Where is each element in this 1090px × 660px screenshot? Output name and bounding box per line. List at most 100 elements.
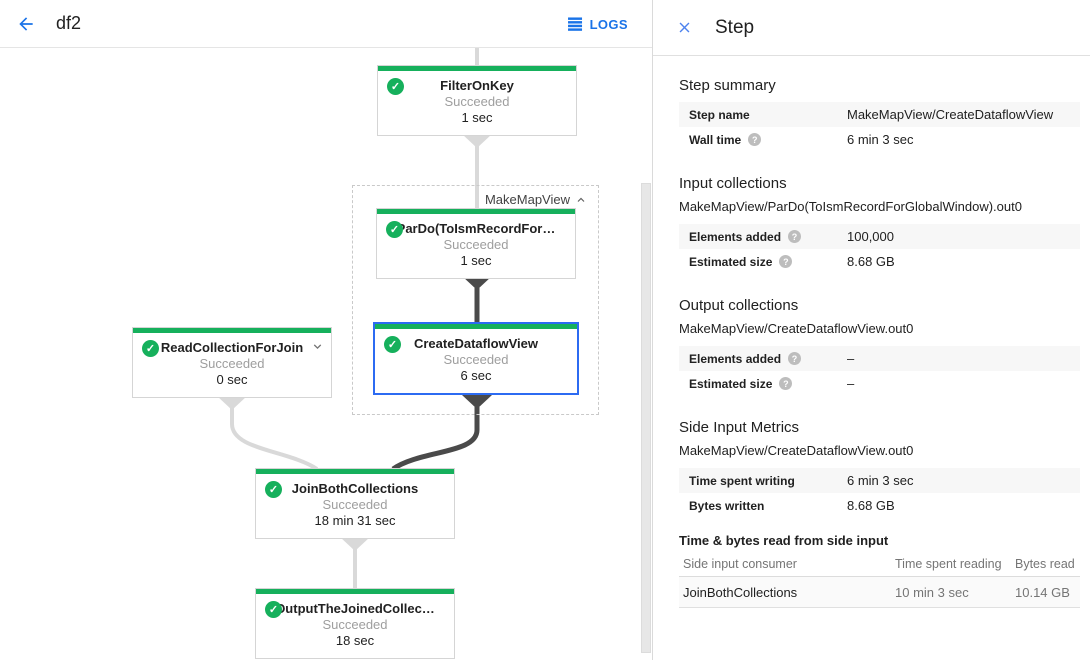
node-joinbothcollections[interactable]: ✓ JoinBothCollections Succeeded 18 min 3… <box>255 468 455 539</box>
edge-arrow-createdataflowview <box>462 395 492 409</box>
row-elements-added: Elements added? – <box>679 346 1080 371</box>
row-time-spent-writing: Time spent writing 6 min 3 sec <box>679 468 1080 493</box>
side-input-table: Side input consumer Time spent reading B… <box>679 552 1080 608</box>
row-label: Time spent writing <box>689 473 795 488</box>
logs-button-label: LOGS <box>589 16 628 32</box>
node-status-bar <box>377 209 575 214</box>
node-readcollectionforjoin[interactable]: ✓ ReadCollectionForJoin Succeeded 0 sec <box>132 327 332 398</box>
row-label: Step name <box>689 107 750 122</box>
node-title: OutputTheJoinedCollec… <box>275 601 435 616</box>
success-check-icon: ✓ <box>387 78 404 95</box>
logs-icon <box>567 17 582 31</box>
section-heading-input-collections: Input collections <box>679 175 787 192</box>
node-status: Succeeded <box>443 237 509 252</box>
group-label: MakeMapView <box>484 192 570 207</box>
column-header-bytes-read: Bytes read <box>1015 557 1075 571</box>
row-label: Wall time <box>689 132 742 147</box>
step-summary-rows: Step name MakeMapView/CreateDataflowView… <box>679 102 1080 152</box>
panel-title: Step <box>715 16 755 38</box>
output-collection-rows: Elements added? – Estimated size? – <box>679 346 1080 396</box>
step-panel-header: Step <box>653 0 1090 56</box>
node-status: Succeeded <box>443 352 509 367</box>
section-heading-step-summary: Step summary <box>679 77 776 94</box>
cell-time-reading: 10 min 3 sec <box>895 584 969 600</box>
pane-divider <box>652 0 653 660</box>
job-title: df2 <box>56 13 82 33</box>
side-input-collection-name: MakeMapView/CreateDataflowView.out0 <box>679 443 914 458</box>
success-check-icon: ✓ <box>265 601 282 618</box>
close-icon <box>679 22 689 33</box>
node-status-bar <box>133 328 331 333</box>
node-status-bar <box>256 589 454 594</box>
row-value: 100,000 <box>847 229 894 244</box>
input-collection-rows: Elements added? 100,000 Estimated size? … <box>679 224 1080 274</box>
graph-edges <box>217 48 492 589</box>
help-icon[interactable]: ? <box>788 230 802 243</box>
edge-arrow-joinboth <box>340 537 370 551</box>
row-bytes-written: Bytes written 8.68 GB <box>679 493 1080 518</box>
row-value: MakeMapView/CreateDataflowView <box>847 107 1054 122</box>
chevron-up-icon <box>577 197 585 202</box>
node-status: Succeeded <box>322 617 388 632</box>
row-estimated-size: Estimated size? – <box>679 371 1080 396</box>
close-button[interactable] <box>672 16 696 40</box>
graph-canvas[interactable]: MakeMapView ✓ FilterOnKey Succeeded 1 se… <box>0 48 653 660</box>
row-label: Estimated size <box>689 254 773 269</box>
row-label: Elements added <box>689 229 782 244</box>
chevron-down-icon[interactable] <box>311 340 324 358</box>
node-status-bar <box>378 66 576 71</box>
row-wall-time: Wall time? 6 min 3 sec <box>679 127 1080 152</box>
node-time: 18 sec <box>335 633 375 648</box>
node-filteronkey[interactable]: ✓ FilterOnKey Succeeded 1 sec <box>377 65 577 136</box>
back-button[interactable] <box>13 11 39 37</box>
help-icon[interactable]: ? <box>779 377 793 390</box>
step-panel-content: Step summary Step name MakeMapView/Creat… <box>653 78 1090 608</box>
success-check-icon: ✓ <box>265 481 282 498</box>
graph-vertical-scrollbar[interactable] <box>641 183 651 653</box>
section-heading-output-collections: Output collections <box>679 297 799 314</box>
success-check-icon: ✓ <box>386 221 403 238</box>
logs-button[interactable]: LOGS <box>567 0 628 48</box>
node-outputthejoinedcollection[interactable]: ✓ OutputTheJoinedCollec… Succeeded 18 se… <box>255 588 455 659</box>
output-collection-name: MakeMapView/CreateDataflowView.out0 <box>679 321 914 336</box>
group-makemapview-toggle[interactable]: MakeMapView <box>485 192 587 207</box>
node-status: Succeeded <box>444 94 510 109</box>
node-time: 6 sec <box>460 368 492 383</box>
node-title: ParDo(ToIsmRecordFor… <box>396 221 556 236</box>
edge-arrow-filteronkey <box>462 134 492 148</box>
row-label: Elements added <box>689 351 782 366</box>
edge-arrow-pardo <box>462 276 492 290</box>
arrow-back-icon <box>19 16 33 31</box>
table-row: JoinBothCollections 10 min 3 sec 10.14 G… <box>679 577 1080 608</box>
column-header-consumer: Side input consumer <box>683 557 797 571</box>
cell-consumer: JoinBothCollections <box>683 584 798 600</box>
row-step-name: Step name MakeMapView/CreateDataflowView <box>679 102 1080 127</box>
row-estimated-size: Estimated size? 8.68 GB <box>679 249 1080 274</box>
help-icon[interactable]: ? <box>788 352 802 365</box>
row-value: 6 min 3 sec <box>847 473 914 488</box>
row-label: Estimated size <box>689 376 773 391</box>
help-icon[interactable]: ? <box>779 255 793 268</box>
row-value: 6 min 3 sec <box>847 132 914 147</box>
row-value: 8.68 GB <box>847 254 895 269</box>
node-status-bar <box>256 469 454 474</box>
row-value: – <box>847 376 855 391</box>
node-title: JoinBothCollections <box>291 481 419 496</box>
help-icon[interactable]: ? <box>748 133 762 146</box>
side-input-table-heading: Time & bytes read from side input <box>679 533 889 548</box>
node-title: CreateDataflowView <box>413 336 539 351</box>
node-title: FilterOnKey <box>440 78 514 93</box>
input-collection-name: MakeMapView/ParDo(ToIsmRecordForGlobalWi… <box>679 199 1022 214</box>
graph-pane: df2 LOGS <box>0 0 653 660</box>
step-details-panel: Step Step summary Step name MakeMapView/… <box>653 0 1090 660</box>
group-makemapview: MakeMapView <box>352 185 599 415</box>
row-value: – <box>847 351 855 366</box>
node-createdataflowview[interactable]: ✓ CreateDataflowView Succeeded 6 sec <box>373 322 579 395</box>
node-status: Succeeded <box>322 497 388 512</box>
node-pardo-toismrecord[interactable]: ✓ ParDo(ToIsmRecordFor… Succeeded 1 sec <box>376 208 576 279</box>
row-label: Bytes written <box>689 498 765 513</box>
node-status-bar <box>375 324 577 329</box>
success-check-icon: ✓ <box>142 340 159 357</box>
node-time: 1 sec <box>461 110 493 125</box>
